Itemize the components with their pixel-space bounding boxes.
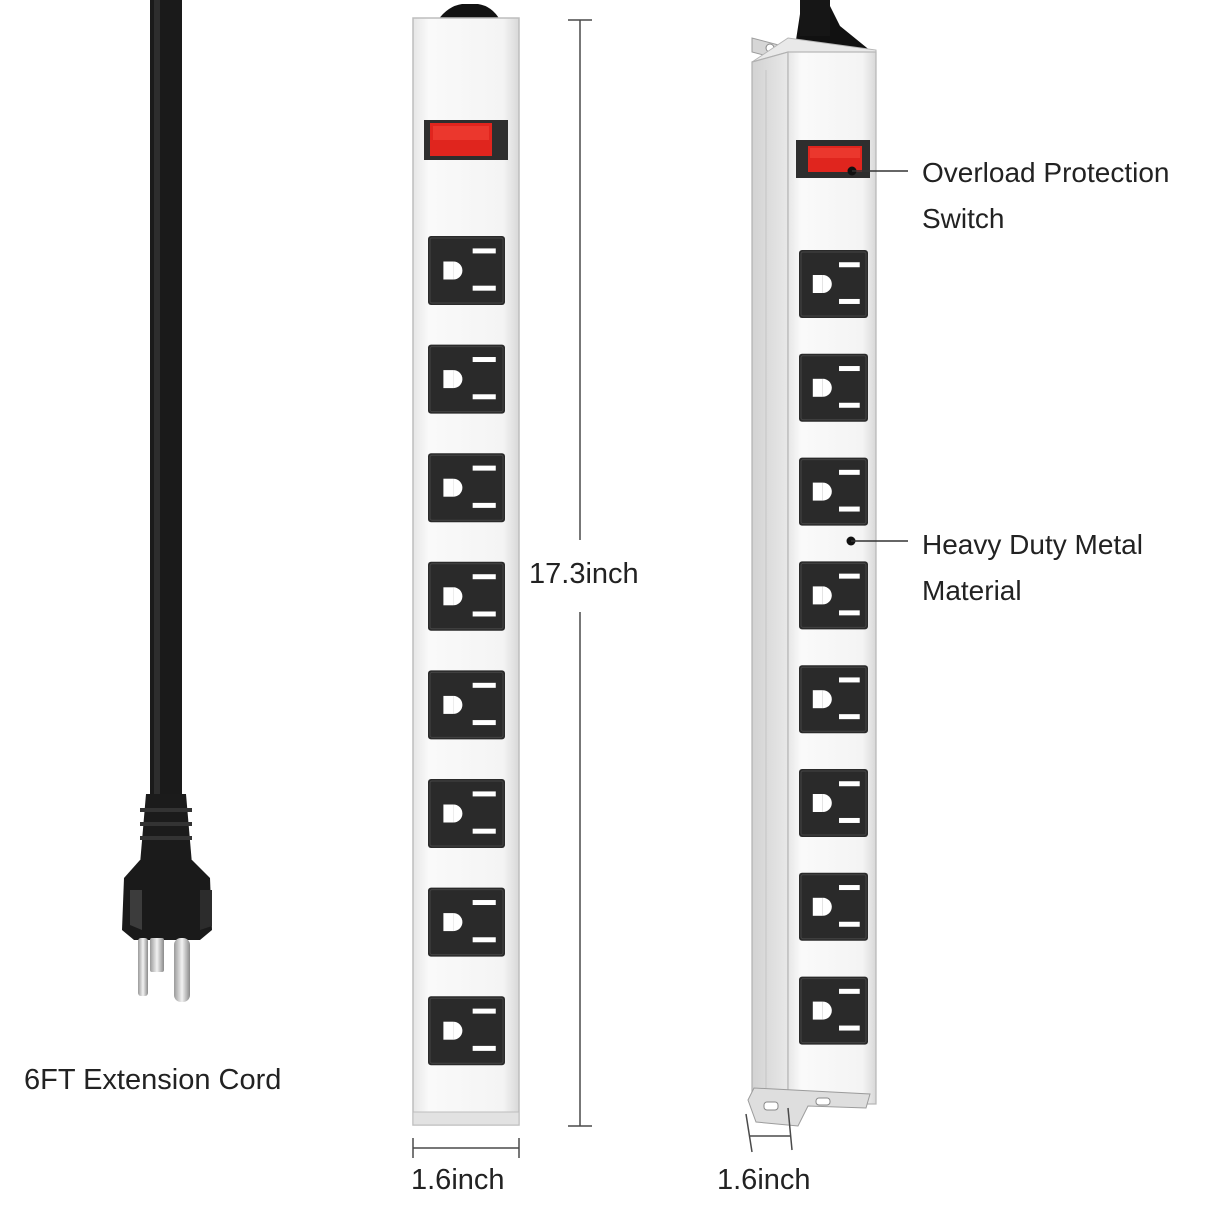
plug-icon (122, 794, 212, 1002)
side-outlets (799, 250, 868, 1045)
material-callout-pointer (846, 536, 908, 546)
side-outlet-icon (799, 250, 868, 318)
material-callout-line1: Heavy Duty Metal (922, 529, 1143, 560)
front-outlet-icon (428, 779, 505, 848)
side-power-strip (747, 0, 877, 1127)
height-label: 17.3inch (529, 558, 639, 590)
power-cord (150, 0, 182, 800)
power-switch-side (796, 140, 870, 178)
front-outlet-icon (428, 344, 505, 414)
material-callout-line2: Material (922, 575, 1022, 606)
front-outlet-icon (428, 670, 505, 740)
side-outlet-icon (799, 976, 868, 1045)
front-outlet-icon (428, 887, 505, 957)
front-power-strip (412, 4, 520, 1126)
side-outlet-icon (799, 769, 868, 837)
side-outlet-icon (799, 872, 868, 941)
front-outlet-icon (428, 561, 505, 631)
height-dimension-line (568, 19, 592, 1127)
front-outlet-icon (428, 453, 505, 523)
switch-callout-line1: Overload Protection (922, 157, 1170, 188)
side-width-label: 1.6inch (717, 1164, 811, 1196)
front-width-label: 1.6inch (411, 1164, 505, 1196)
switch-callout-line2: Switch (922, 203, 1005, 234)
front-width-dimension-line (412, 1138, 520, 1158)
switch-callout-label: Overload Protection Switch (922, 150, 1169, 242)
material-callout-label: Heavy Duty Metal Material (922, 522, 1143, 614)
side-outlet-icon (799, 353, 868, 422)
switch-callout-pointer (847, 166, 908, 176)
side-outlet-icon (799, 561, 868, 630)
front-outlet-icon (428, 996, 505, 1066)
side-width-dimension-line (745, 1107, 793, 1153)
cord-length-label: 6FT Extension Cord (24, 1064, 282, 1096)
side-outlet-icon (799, 665, 868, 734)
front-outlet-icon (428, 236, 505, 305)
front-outlets (428, 236, 505, 1066)
side-outlet-icon (799, 457, 868, 526)
mounting-bracket-bottom (747, 1087, 871, 1127)
power-switch (424, 120, 508, 160)
